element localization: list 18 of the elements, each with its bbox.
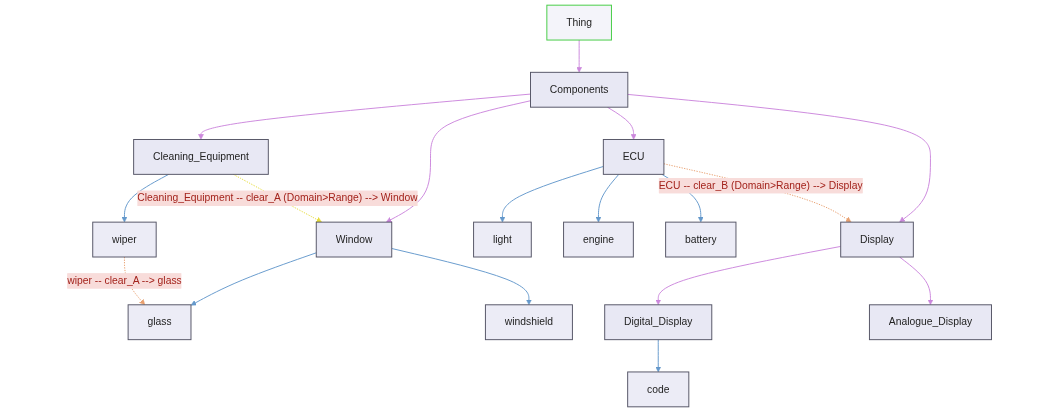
node-box: Display <box>840 221 914 258</box>
node-box: light <box>473 221 532 258</box>
node-box: ECU <box>603 139 665 175</box>
node-box: battery <box>665 221 737 258</box>
edge-label: wiper -- clear_A --> glass <box>67 275 182 287</box>
node-box: Analogue_Display <box>869 304 993 341</box>
node-box: Components <box>530 71 629 108</box>
edge-label: Cleaning_Equipment -- clear_A (Domain>Range) --> Window <box>137 192 418 204</box>
node-box: Window <box>315 221 393 258</box>
node-box: engine <box>563 221 634 258</box>
node-box: glass <box>127 304 192 341</box>
edge-label: ECU -- clear_B (Domain>Range) --> Display <box>658 179 863 191</box>
node-box: Thing <box>546 4 613 41</box>
node-box: wiper <box>92 221 157 258</box>
node-box: Cleaning_Equipment <box>133 139 269 175</box>
node-box: Digital_Display <box>604 304 713 341</box>
node-box: code <box>627 371 690 408</box>
node-box: windshield <box>485 304 574 341</box>
